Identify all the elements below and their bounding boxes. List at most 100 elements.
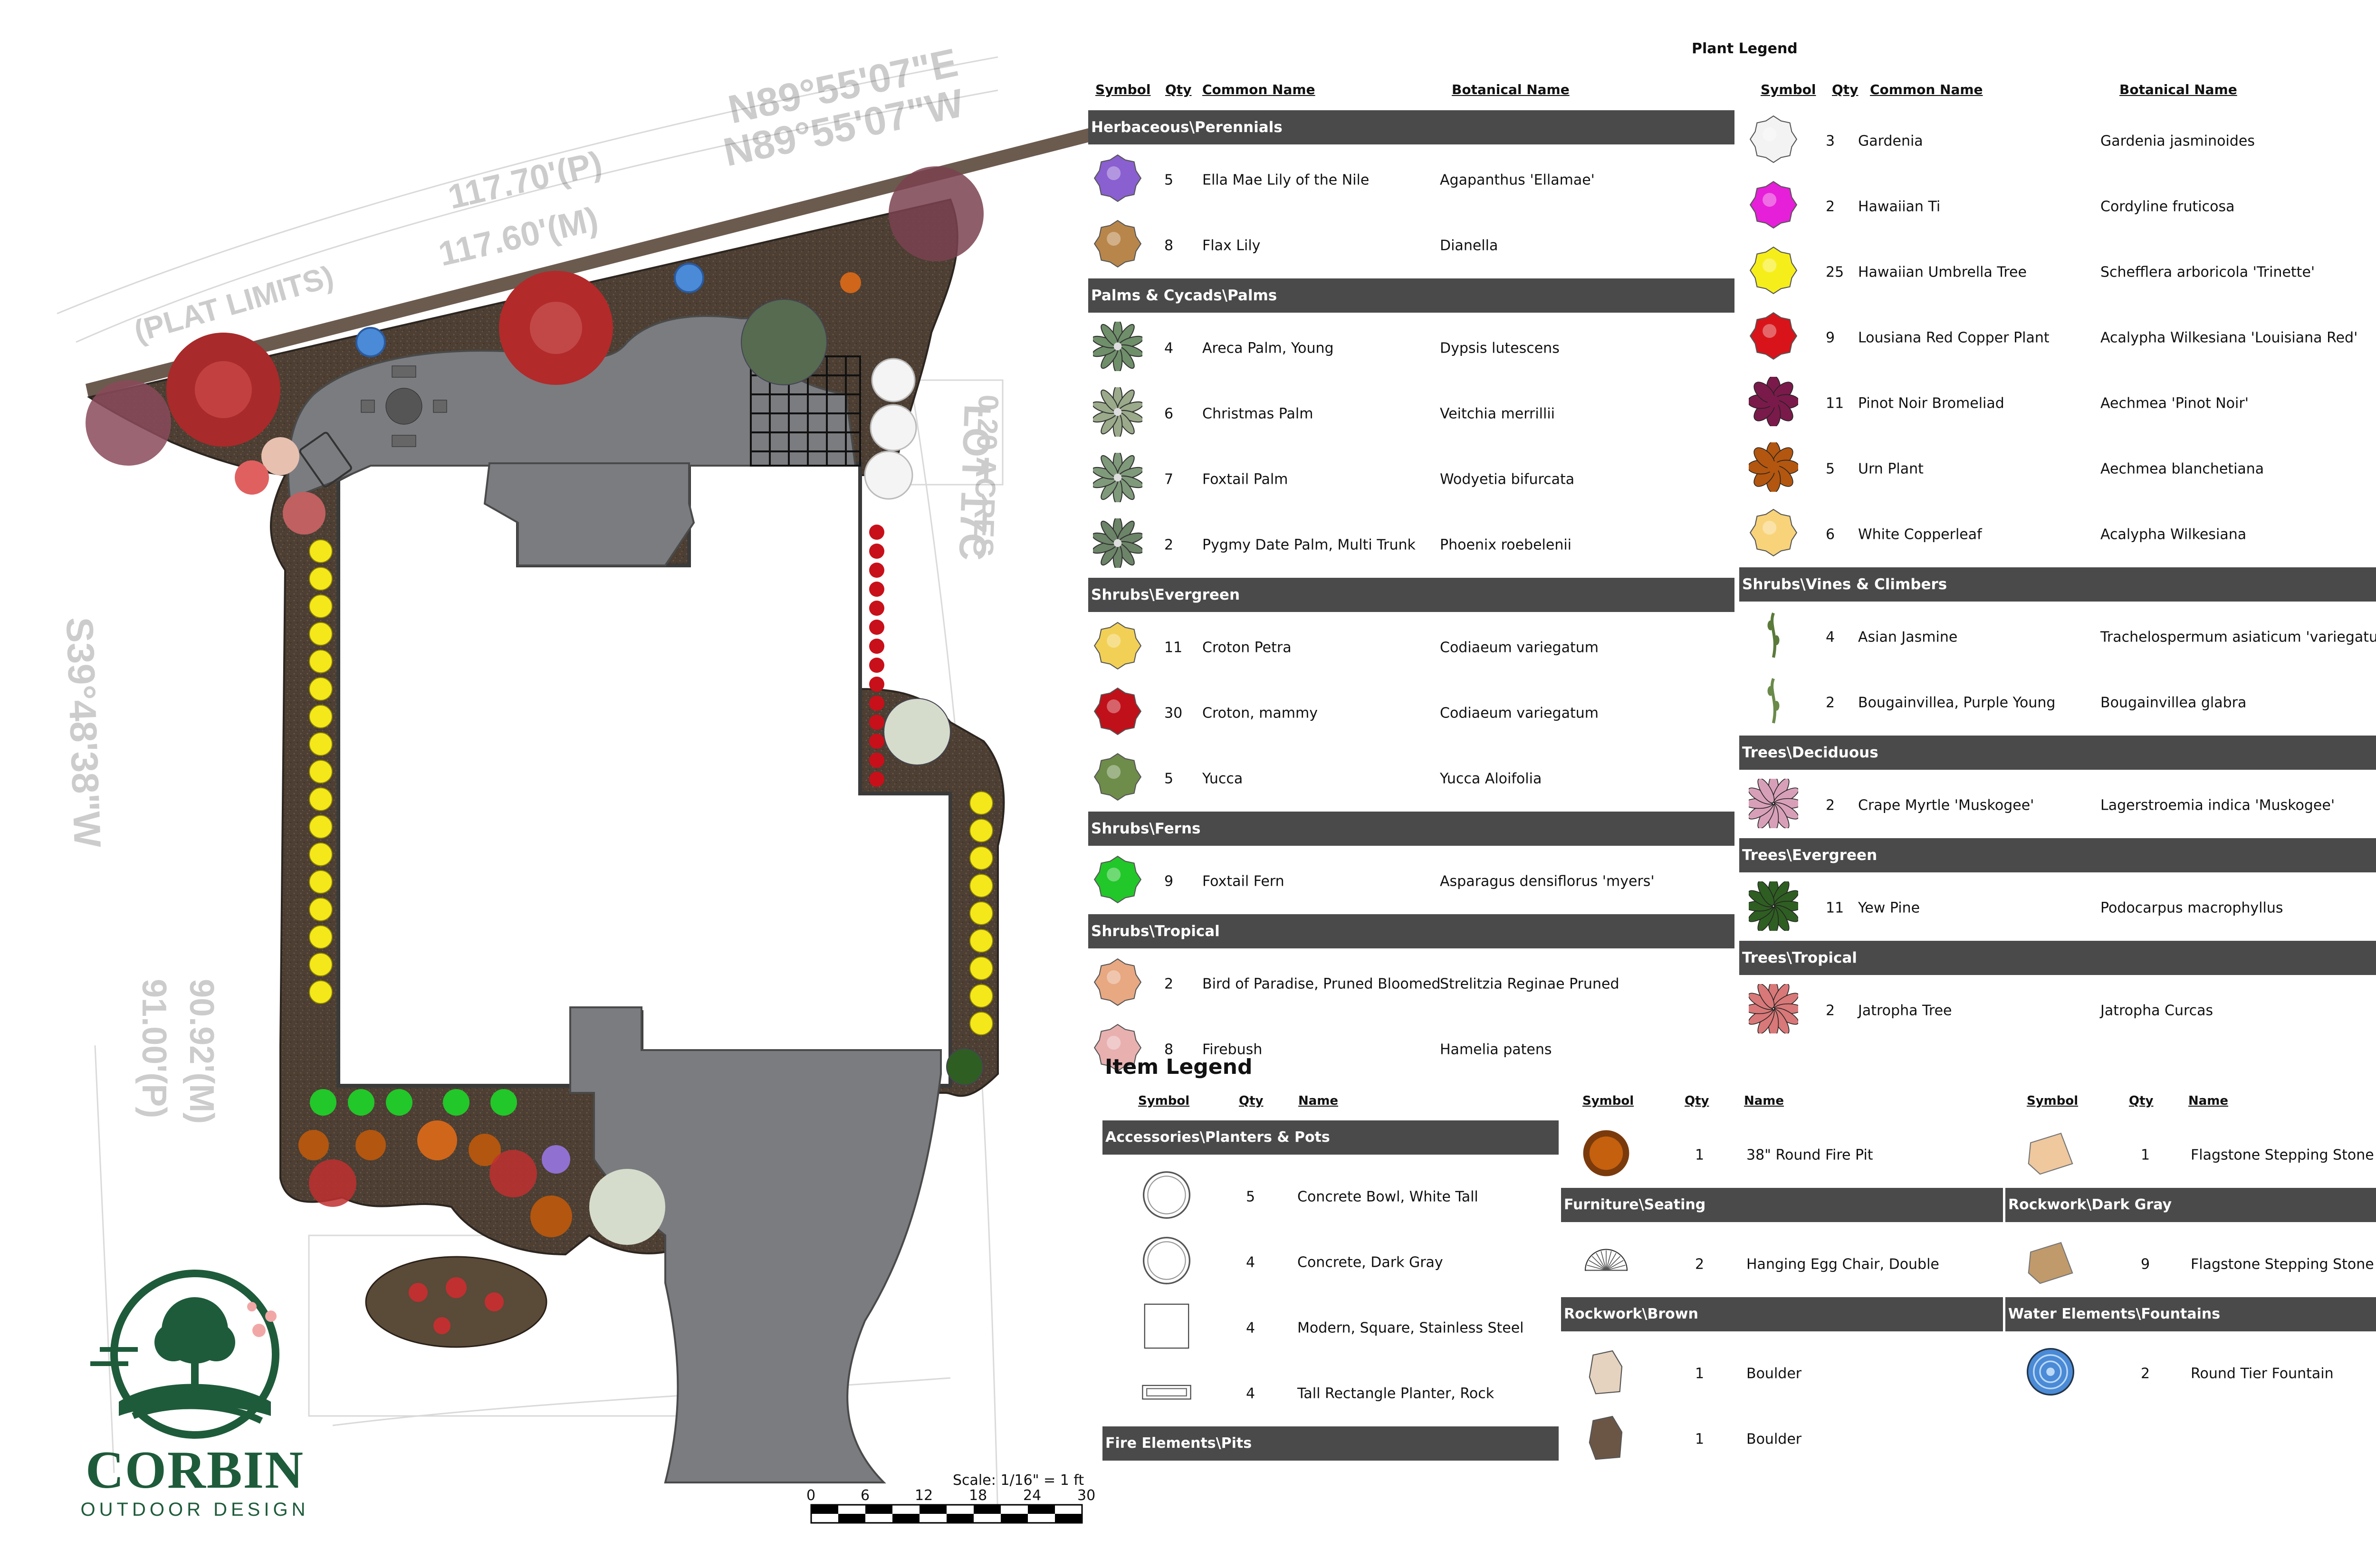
- plant-common-name: Pygmy Date Palm, Multi Trunk: [1202, 536, 1416, 554]
- plant-common-name: Areca Palm, Young: [1202, 340, 1334, 357]
- plant-legend-botanical-header: Botanical Name: [2119, 82, 2237, 97]
- plant-common-name: Foxtail Palm: [1202, 471, 1288, 488]
- flagstone-icon: [2028, 1242, 2073, 1284]
- plant-botanical-name: Phoenix roebelenii: [1440, 536, 1572, 554]
- plant-botanical-name: Gardenia jasminoides: [2100, 133, 2255, 150]
- umbrella-tree-icon: [309, 622, 333, 646]
- shrub-icon: [1749, 181, 1798, 229]
- plant-botanical-name: Schefflera arboricola 'Trinette': [2100, 264, 2315, 281]
- hawaiian-umbrella-tree-row: [969, 791, 993, 1035]
- plant-common-name: Ella Mae Lily of the Nile: [1202, 172, 1370, 189]
- survey-label: 0.20 ACRES: [967, 394, 1005, 557]
- shrub-icon: [1093, 753, 1142, 801]
- logo-name: CORBIN: [85, 1441, 305, 1500]
- item-legend-symbol-header: Symbol: [2027, 1094, 2079, 1108]
- vine-icon: [1767, 612, 1780, 658]
- legend-category-band: Palms & Cycads\Palms: [1088, 278, 1734, 313]
- legend-category-band: Accessories\Planters & Pots: [1102, 1120, 1559, 1155]
- plant-qty: 5: [1826, 460, 1835, 478]
- item-qty: 4: [1246, 1385, 1255, 1402]
- umbrella-tree-icon: [309, 953, 333, 976]
- legend-category-band: Shrubs\Vines & Climbers: [1739, 567, 2376, 602]
- item-legend-symbol-header: Symbol: [1582, 1094, 1634, 1108]
- plant-common-name: Firebush: [1202, 1041, 1263, 1058]
- palm-icon: [1092, 384, 1144, 440]
- plant-common-name: Yucca: [1202, 770, 1243, 787]
- scale-tick-label: 0: [806, 1487, 816, 1504]
- patio-dining-set: [299, 365, 447, 488]
- legend-category-band: Fire Elements\Pits: [1102, 1426, 1559, 1461]
- plant-qty: 2: [1164, 536, 1174, 554]
- scale-tick-label: 24: [1023, 1487, 1042, 1504]
- umbrella-tree-icon: [969, 791, 993, 815]
- croton-icon: [869, 639, 884, 654]
- umbrella-tree-icon: [309, 760, 333, 784]
- scale-bar: [810, 1504, 1083, 1524]
- shrub-icon: [1093, 621, 1142, 670]
- plant-qty: 11: [1826, 395, 1844, 412]
- legend-category-band: Shrubs\Evergreen: [1088, 578, 1734, 612]
- plant-common-name: Croton, mammy: [1202, 705, 1318, 722]
- egg-chair-icon: [1584, 1249, 1628, 1271]
- umbrella-tree-icon: [969, 901, 993, 925]
- item-qty: 1: [1695, 1147, 1705, 1164]
- plant-common-name: Pinot Noir Bromeliad: [1858, 395, 2004, 412]
- umbrella-tree-icon: [309, 594, 333, 618]
- plant-botanical-name: Asparagus densiflorus 'myers': [1440, 873, 1655, 890]
- bowl-icon: [1142, 1171, 1191, 1219]
- item-name: Boulder: [1746, 1365, 1802, 1382]
- plant-botanical-name: Wodyetia bifurcata: [1440, 471, 1575, 488]
- legend-category-band: Trees\Evergreen: [1739, 838, 2376, 872]
- item-name: Modern, Square, Stainless Steel: [1297, 1319, 1524, 1337]
- survey-label: 91.00'(P): [135, 979, 173, 1118]
- plant-legend-botanical-header: Botanical Name: [1452, 82, 1570, 97]
- plant-botanical-name: Aechmea 'Pinot Noir': [2100, 395, 2249, 412]
- island-plantings: [409, 1277, 504, 1334]
- scale-tick-label: 12: [915, 1487, 933, 1504]
- site-plan: N89°55'07"E 117.70'(P) 117.60'(M) (PLAT …: [57, 40, 1091, 1521]
- shrub-icon: [1749, 312, 1798, 360]
- plant-botanical-name: Cordyline fruticosa: [2100, 198, 2235, 215]
- plant-qty: 2: [1826, 797, 1835, 814]
- item-legend-qty-header: Qty: [2129, 1094, 2154, 1108]
- plant-botanical-name: Dianella: [1440, 237, 1498, 254]
- shrub-icon: [1093, 687, 1142, 736]
- plant-botanical-name: Bougainvillea glabra: [2100, 694, 2247, 711]
- item-name: Concrete Bowl, White Tall: [1297, 1188, 1478, 1205]
- plant-legend-title: Plant Legend: [1692, 40, 1798, 57]
- tree-icon: [1744, 979, 1803, 1038]
- item-qty: 4: [1246, 1254, 1255, 1271]
- umbrella-tree-icon: [969, 1012, 993, 1035]
- umbrella-tree-icon: [309, 677, 333, 701]
- palm-icon: [1092, 450, 1144, 505]
- scale-tick-label: 18: [969, 1487, 987, 1504]
- umbrella-tree-icon: [969, 929, 993, 953]
- plant-common-name: Bougainvillea, Purple Young: [1858, 694, 2056, 711]
- plant-qty: 11: [1164, 639, 1183, 656]
- croton-icon: [869, 563, 884, 578]
- croton-icon: [869, 544, 884, 559]
- gardenia-group: [864, 358, 917, 500]
- tree-icon: [1744, 774, 1803, 833]
- plant-common-name: Hawaiian Ti: [1858, 198, 1941, 215]
- south-plantings: [298, 1089, 665, 1245]
- umbrella-tree-icon: [309, 787, 333, 811]
- plant-legend-row: 11 Pinot Noir Bromeliad Aechmea 'Pinot Noi…: [1739, 371, 2376, 436]
- plant-qty: 8: [1164, 237, 1174, 254]
- item-legend-name-header: Name: [1298, 1094, 1339, 1108]
- flower-icon: [1093, 154, 1142, 202]
- item-qty: 9: [2141, 1256, 2150, 1273]
